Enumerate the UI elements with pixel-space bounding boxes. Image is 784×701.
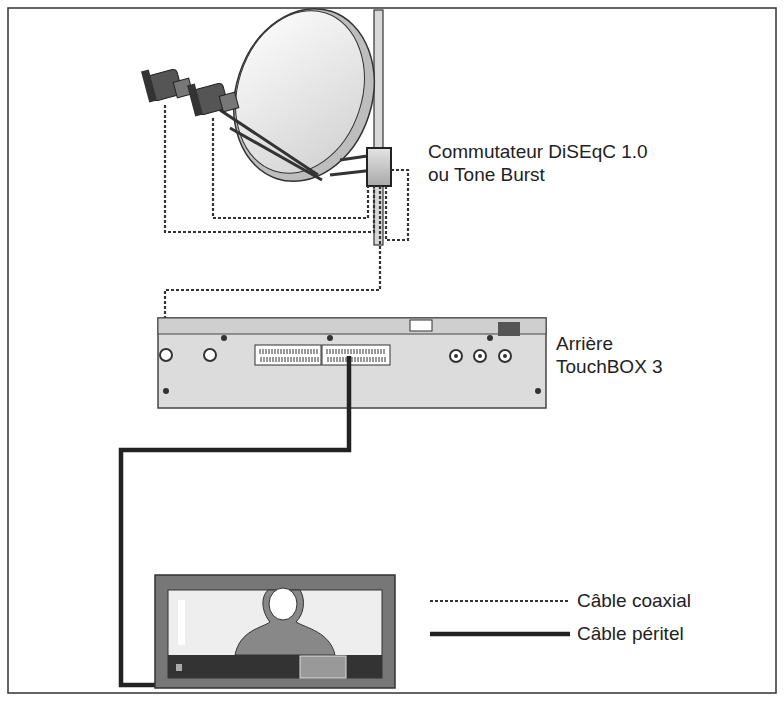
scart-pins <box>260 349 385 362</box>
satellite-dish <box>212 0 396 200</box>
legend-text: Câble coaxial <box>577 589 691 612</box>
legend-text: Câble péritel <box>577 622 684 645</box>
television <box>155 575 395 688</box>
legend-scart-sample <box>430 632 570 637</box>
receiver-back-panel <box>158 318 546 408</box>
mast <box>374 10 383 245</box>
coax-cable <box>165 105 408 350</box>
frame <box>8 8 776 693</box>
legend-coax-sample <box>430 600 570 602</box>
part-label: Commutateur DiSEqC 1.0 ou Tone Burst <box>428 140 668 186</box>
part-label: Arrière TouchBOX 3 <box>556 332 706 378</box>
lnb <box>141 69 239 117</box>
diseqc-switch <box>367 148 391 186</box>
